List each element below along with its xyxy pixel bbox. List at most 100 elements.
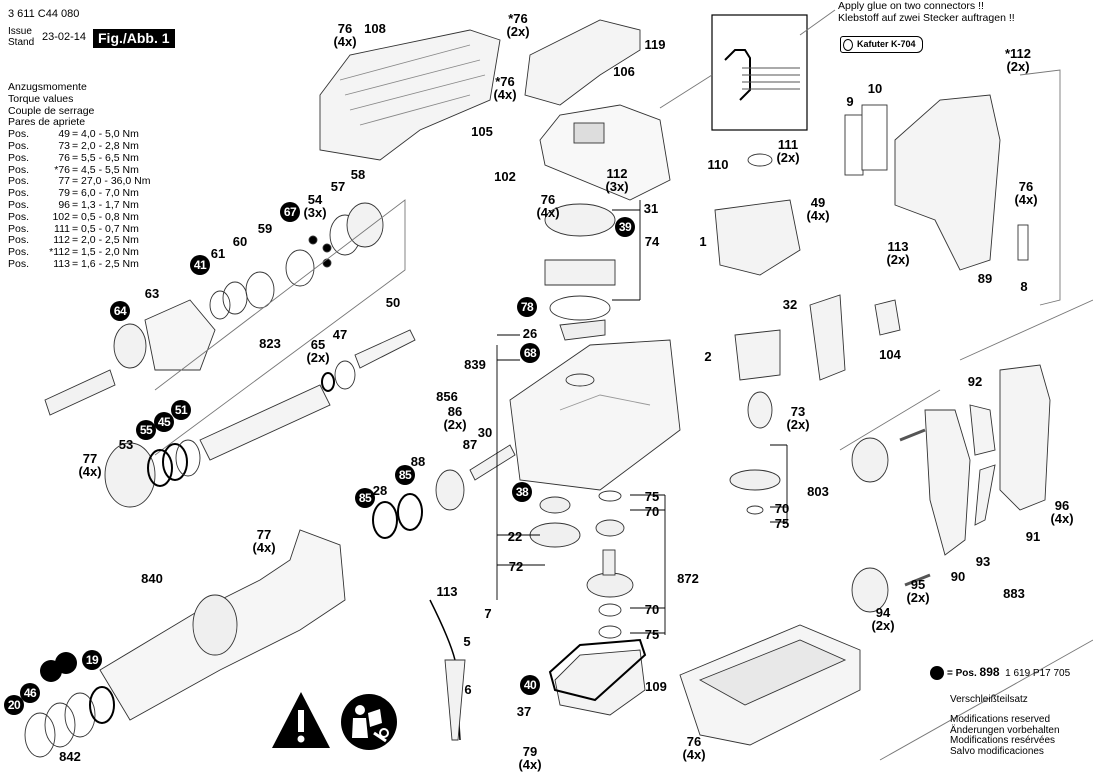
stand-label: Stand bbox=[8, 37, 35, 48]
callout-94-2x: 94 (2x) bbox=[871, 605, 895, 633]
torque-row: Pos.102= 0,5 - 0,8 Nm bbox=[8, 210, 151, 224]
cover-108 bbox=[319, 29, 501, 161]
wear-parts-legend: = Pos. 898 1 619 P17 705 bbox=[930, 666, 1070, 681]
callout-65-2x: 65 (2x) bbox=[306, 337, 330, 365]
callout-92: 92 bbox=[967, 374, 983, 389]
callout-26: 26 bbox=[522, 326, 538, 341]
callout-95-2x: 95 (2x) bbox=[906, 577, 930, 605]
issue-date: 23-02-14 bbox=[42, 31, 87, 43]
chuck-63 bbox=[144, 299, 216, 371]
torque-prefix: Pos. bbox=[8, 222, 30, 235]
torque-row: Pos.*76= 4,5 - 5,5 Nm bbox=[8, 164, 151, 177]
tool-holder-823 bbox=[199, 384, 331, 461]
callout-111-2x: 111 (2x) bbox=[776, 137, 800, 165]
callout-79-4x: 79 (4x) bbox=[518, 744, 542, 772]
issue-label: Issue bbox=[8, 26, 32, 37]
callout-59: 59 bbox=[257, 221, 273, 236]
callout-8: 8 bbox=[1020, 279, 1028, 294]
torque-prefix: Pos. bbox=[8, 139, 30, 152]
wear-badge-85: 85 bbox=[355, 488, 375, 508]
wear-badge-46: 46 bbox=[20, 683, 40, 703]
torque-pos: *112 bbox=[49, 246, 70, 259]
figure-label: Fig./Abb. 1 bbox=[93, 29, 175, 48]
torque-row: Pos.96= 1,3 - 1,7 Nm bbox=[8, 198, 151, 212]
callout-54-3x: 54 (3x) bbox=[303, 192, 327, 220]
torque-prefix: Pos. bbox=[8, 151, 30, 164]
callout-88: 88 bbox=[410, 454, 426, 469]
read-manual-icon bbox=[341, 694, 397, 750]
torque-row: Pos.79= 6,0 - 7,0 Nm bbox=[8, 187, 151, 200]
wear-badge-78: 78 bbox=[517, 297, 537, 317]
callout-77-4x: 77 (4x) bbox=[252, 527, 276, 555]
callout-91: 91 bbox=[1025, 529, 1041, 544]
callout-76-4x: 76 (4x) bbox=[536, 192, 560, 220]
callout-30: 30 bbox=[477, 425, 493, 440]
modifications-es: Salvo modificaciones bbox=[950, 745, 1044, 757]
wear-badge-19: 19 bbox=[82, 650, 102, 670]
callout-6: 6 bbox=[464, 682, 472, 697]
torque-value: = 4,0 - 5,0 Nm bbox=[72, 128, 139, 141]
torque-prefix: Pos. bbox=[8, 210, 30, 223]
callout-57: 57 bbox=[330, 179, 346, 194]
callout-37: 37 bbox=[516, 704, 532, 719]
torque-pos: 111 bbox=[54, 222, 70, 235]
callout-883: 883 bbox=[1003, 586, 1025, 601]
callout-86-2x: 86 (2x) bbox=[443, 404, 467, 432]
torque-prefix: Pos. bbox=[8, 246, 30, 259]
wear-badge-39: 39 bbox=[615, 217, 635, 237]
field-1 bbox=[714, 199, 801, 276]
filled-circle-icon bbox=[930, 666, 944, 681]
wear-badge-41: 41 bbox=[190, 255, 210, 275]
torque-title-fr: Couple de serrage bbox=[8, 104, 95, 117]
torque-pos: 113 bbox=[53, 257, 70, 270]
wear-badge-85: 85 bbox=[395, 465, 415, 485]
torque-prefix: Pos. bbox=[8, 198, 30, 211]
torque-title-en: Torque values bbox=[8, 92, 74, 105]
callout-823: 823 bbox=[259, 336, 281, 351]
torque-pos: 112 bbox=[53, 234, 70, 247]
torque-row: Pos.77= 27,0 - 36,0 Nm bbox=[8, 176, 151, 188]
modifications-en: Modifications reserved bbox=[950, 714, 1051, 725]
callout-61: 61 bbox=[210, 246, 226, 261]
wear-badge-67: 67 bbox=[280, 202, 300, 222]
wear-badge-38: 38 bbox=[512, 482, 532, 502]
torque-prefix: Pos. bbox=[8, 128, 30, 141]
handle-91 bbox=[999, 364, 1051, 511]
callout-110: 110 bbox=[707, 157, 729, 172]
callout-77-4x: 77 (4x) bbox=[78, 451, 102, 479]
torque-value: = 0,5 - 0,7 Nm bbox=[72, 222, 139, 235]
torque-value: = 0,5 - 0,8 Nm bbox=[72, 210, 139, 223]
callout-10: 10 bbox=[867, 81, 883, 96]
callout-70: 70 bbox=[644, 504, 660, 519]
callout-70: 70 bbox=[644, 602, 660, 617]
torque-prefix: Pos. bbox=[8, 234, 30, 247]
callout-109: 109 bbox=[645, 679, 667, 694]
torque-pos: 76 bbox=[58, 151, 70, 164]
modifications-note: Modifications reserved Änderungen vorbeh… bbox=[950, 714, 1060, 757]
callout-104: 104 bbox=[879, 347, 901, 362]
torque-pos: 49 bbox=[58, 128, 70, 141]
glue-note-de: Klebstoff auf zwei Stecker auftragen !! bbox=[838, 12, 1015, 24]
callout-22: 22 bbox=[507, 529, 523, 544]
callout-803: 803 bbox=[807, 484, 829, 499]
torque-prefix: Pos. bbox=[8, 175, 30, 188]
modifications-fr: Modifications resérvées bbox=[950, 735, 1056, 746]
callout-105: 105 bbox=[471, 124, 493, 139]
callout-106: 106 bbox=[613, 64, 635, 79]
callout-2: 2 bbox=[704, 349, 712, 364]
wear-badge-45: 45 bbox=[154, 412, 174, 432]
wear-badge-40: 40 bbox=[520, 675, 540, 695]
gear-cover-37 bbox=[554, 649, 646, 716]
torque-value: = 6,0 - 7,0 Nm bbox=[72, 187, 139, 200]
torque-value: = 27,0 - 36,0 Nm bbox=[72, 175, 151, 188]
callout-75: 75 bbox=[644, 489, 660, 504]
wear-badge-blank bbox=[55, 652, 77, 674]
torque-row: Pos. 112= 2,0 - 2,5 Nm bbox=[8, 235, 151, 247]
torque-value: = 1,5 - 2,0 Nm bbox=[72, 246, 139, 259]
gear-housing-839 bbox=[509, 339, 681, 491]
torque-row: Pos.73= 2,0 - 2,8 Nm bbox=[8, 139, 151, 153]
cover-119 bbox=[524, 19, 641, 106]
torque-value: = 2,0 - 2,5 Nm bbox=[72, 234, 139, 247]
torque-title-es: Pares de apriete bbox=[8, 116, 86, 129]
issue-stand-label: Issue Stand bbox=[8, 26, 34, 48]
